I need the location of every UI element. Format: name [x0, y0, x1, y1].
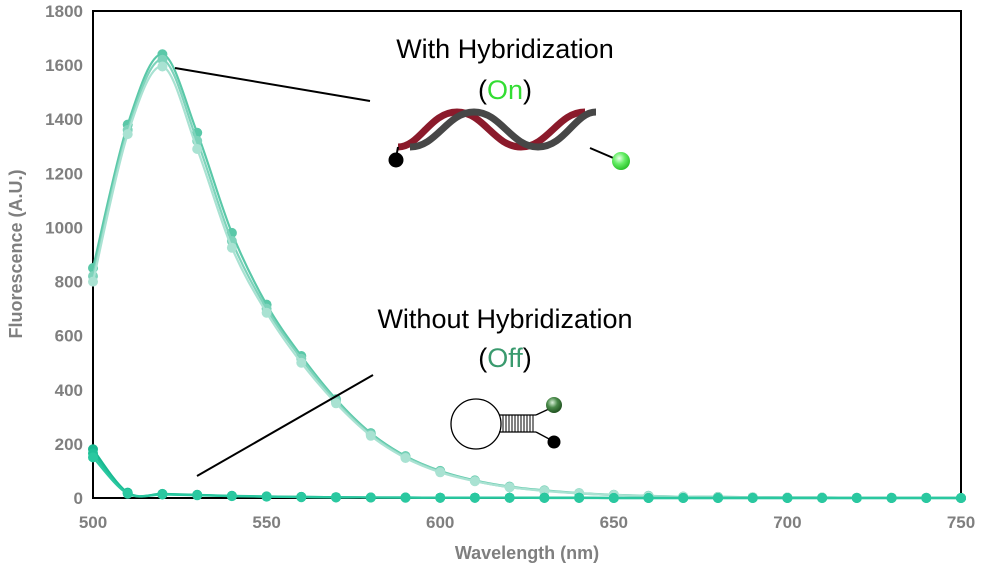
data-point — [956, 493, 966, 503]
annotation-on-state-word: On — [487, 75, 523, 105]
data-point — [261, 491, 272, 502]
y-tick-label: 1800 — [45, 2, 83, 21]
data-point — [435, 467, 446, 478]
y-tick-label: 1400 — [45, 110, 83, 129]
molecular-beacon-icon — [450, 397, 562, 450]
data-point — [608, 493, 619, 503]
beacon-quencher — [547, 435, 561, 449]
dna-duplex-icon — [388, 108, 630, 170]
x-tick-label: 650 — [600, 513, 628, 532]
series-layer — [88, 49, 966, 503]
annotation-on: With Hybridization (On) — [174, 34, 630, 170]
data-point — [400, 453, 411, 463]
data-point — [435, 492, 446, 503]
data-point — [296, 492, 307, 503]
y-tick-label: 1600 — [45, 56, 83, 75]
x-tick-label: 600 — [426, 513, 454, 532]
series-5 — [88, 452, 966, 503]
x-tick-label: 750 — [947, 513, 975, 532]
beacon-fluorophore — [546, 397, 562, 413]
series-line — [92, 448, 961, 500]
y-tick-label: 1200 — [45, 164, 83, 183]
data-point — [226, 242, 237, 253]
x-axis-title: Wavelength (nm) — [455, 543, 599, 563]
data-point — [331, 398, 341, 409]
data-point — [574, 493, 585, 503]
data-point — [782, 493, 793, 503]
y-axis-title: Fluorescence (A.U.) — [6, 169, 26, 338]
data-point — [365, 492, 376, 503]
data-point — [88, 452, 98, 463]
annotation-off-text: Without Hybridization — [377, 304, 632, 334]
series-3 — [88, 444, 966, 503]
data-point — [192, 144, 203, 154]
data-point — [504, 482, 515, 493]
quencher-dot — [388, 152, 404, 168]
data-point — [817, 493, 828, 503]
annotation-off: Without Hybridization (Off) — [196, 304, 633, 477]
data-point — [643, 493, 654, 503]
data-point — [122, 488, 133, 499]
y-tick-label: 400 — [55, 381, 83, 400]
data-point — [226, 491, 237, 502]
data-point — [469, 492, 480, 503]
data-point — [886, 493, 897, 503]
annotation-off-state: (Off) — [478, 343, 532, 373]
annotation-off-pointer — [196, 374, 374, 477]
x-axis-ticks: 500 550 600 650 700 750 — [79, 513, 975, 532]
data-point — [122, 129, 133, 140]
y-tick-label: 800 — [55, 273, 83, 292]
data-point — [747, 493, 758, 503]
data-point — [400, 492, 411, 503]
annotation-on-text: With Hybridization — [396, 34, 614, 64]
annotation-off-state-word: Off — [487, 343, 523, 373]
y-tick-label: 200 — [55, 435, 83, 454]
data-point — [504, 492, 515, 503]
data-point — [921, 493, 932, 503]
data-point — [157, 61, 168, 72]
data-point — [331, 492, 341, 503]
y-tick-label: 600 — [55, 327, 83, 346]
data-point — [713, 493, 723, 503]
y-axis-ticks: 0 200 400 600 800 1000 1200 1400 1600 1800 — [45, 2, 83, 508]
series-2 — [88, 61, 966, 503]
data-point — [678, 493, 689, 503]
series-1 — [88, 54, 966, 503]
y-tick-label: 1000 — [45, 218, 83, 237]
annotation-on-pointer — [174, 67, 371, 102]
data-point — [261, 307, 272, 318]
series-line — [91, 65, 962, 500]
x-tick-label: 550 — [252, 513, 280, 532]
y-tick-label: 0 — [74, 489, 83, 508]
series-line — [92, 456, 961, 500]
data-point — [539, 493, 550, 503]
x-tick-label: 500 — [79, 513, 107, 532]
fluorophore-glow — [612, 152, 630, 170]
annotation-on-state: (On) — [478, 75, 532, 105]
data-point — [365, 430, 376, 441]
data-point — [851, 493, 862, 503]
data-point — [192, 490, 203, 501]
data-point — [296, 357, 307, 368]
data-point — [88, 276, 98, 287]
data-point — [157, 489, 168, 500]
series-0 — [88, 49, 966, 503]
x-tick-label: 700 — [773, 513, 801, 532]
data-point — [469, 476, 480, 487]
